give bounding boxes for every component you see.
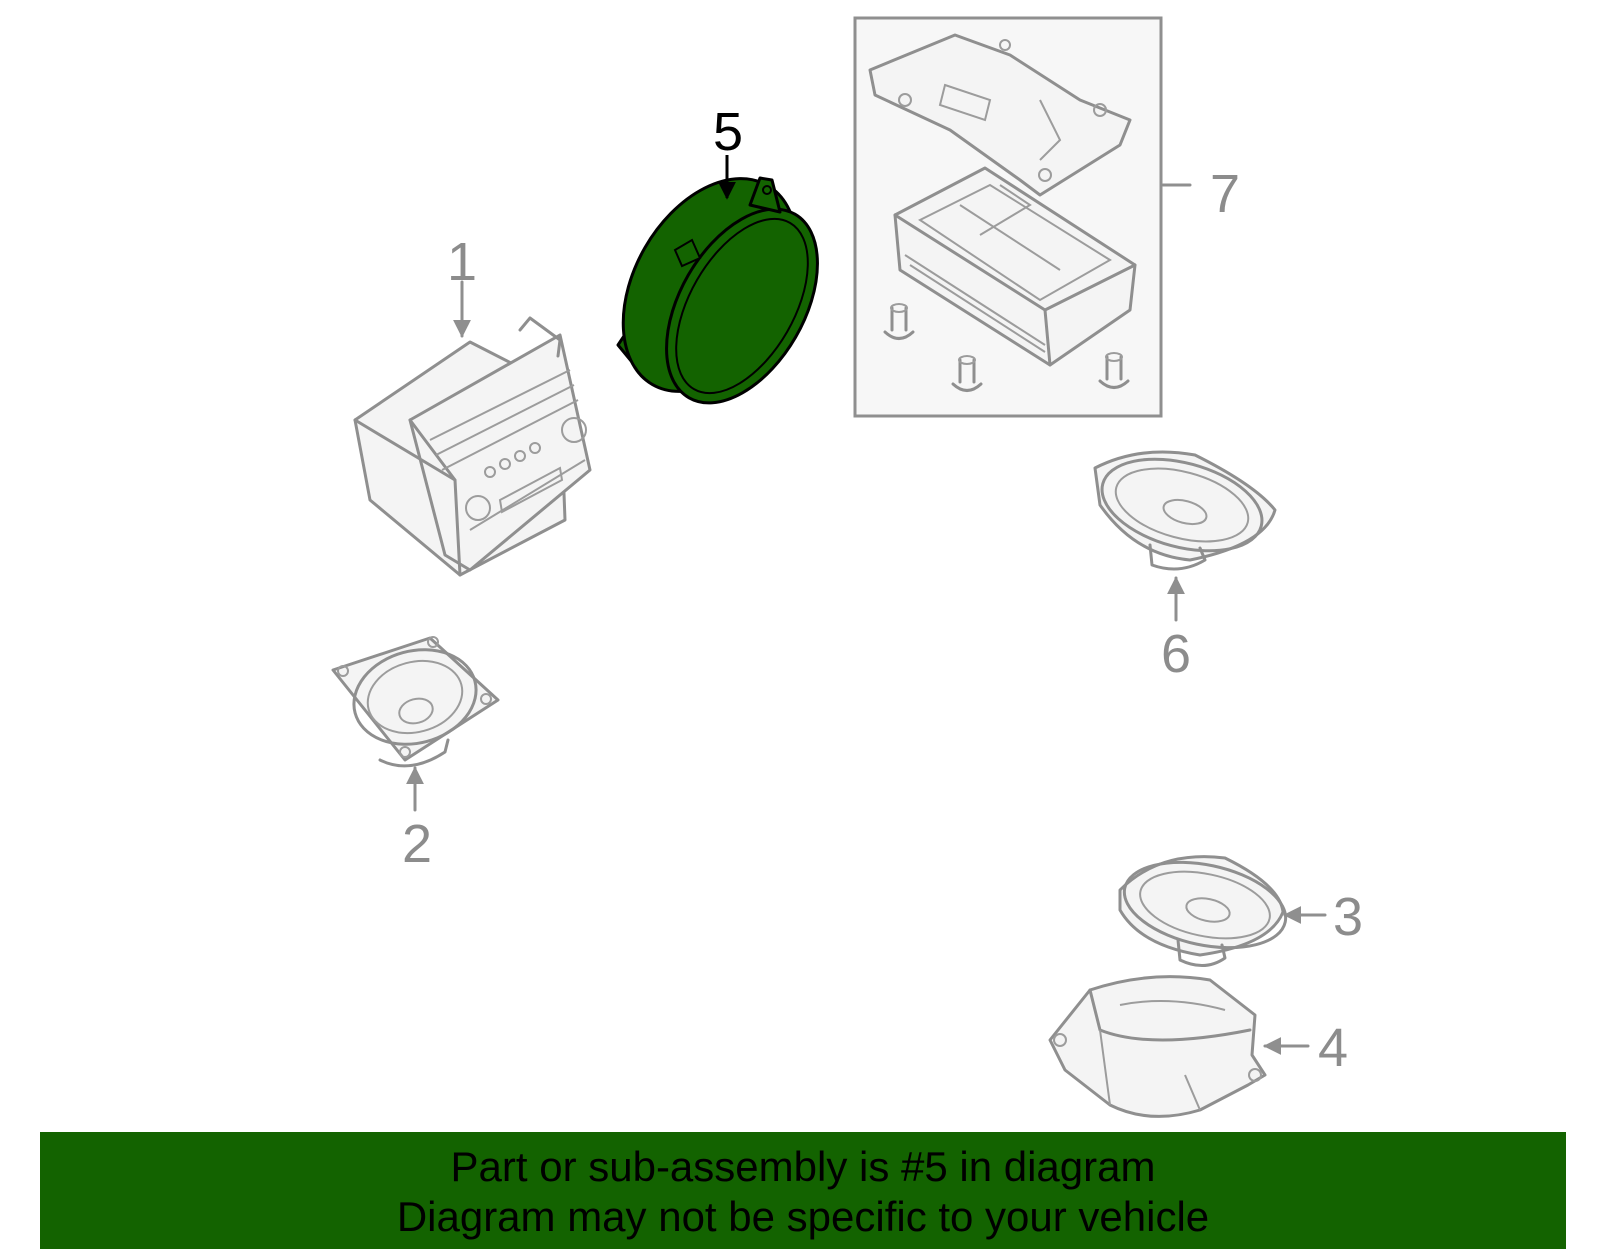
oval-speaker-part-6 (1093, 450, 1277, 571)
highlighted-speaker-part-5 (616, 176, 819, 405)
speaker-bracket-part-4 (1048, 975, 1267, 1118)
radio-head-unit (353, 316, 592, 577)
callout-2: 2 (402, 814, 432, 874)
callout-3: 3 (1333, 887, 1363, 947)
oval-speaker-part-3 (1118, 855, 1288, 967)
banner-line-disclaimer: Diagram may not be specific to your vehi… (396, 1193, 1210, 1240)
tweeter-speaker (331, 636, 500, 768)
part-info-banner: Part or sub-assembly is #5 in diagram Di… (40, 1132, 1566, 1249)
banner-line-part: Part or sub-assembly is #5 in diagram (450, 1143, 1156, 1190)
callout-4: 4 (1318, 1018, 1348, 1078)
callout-6: 6 (1161, 624, 1191, 684)
amplifier-assembly (853, 16, 1163, 418)
callout-5: 5 (713, 102, 743, 162)
parts-diagram: 1 2 5 (331, 16, 1363, 1118)
callout-7: 7 (1210, 164, 1240, 224)
callout-1: 1 (447, 232, 477, 292)
